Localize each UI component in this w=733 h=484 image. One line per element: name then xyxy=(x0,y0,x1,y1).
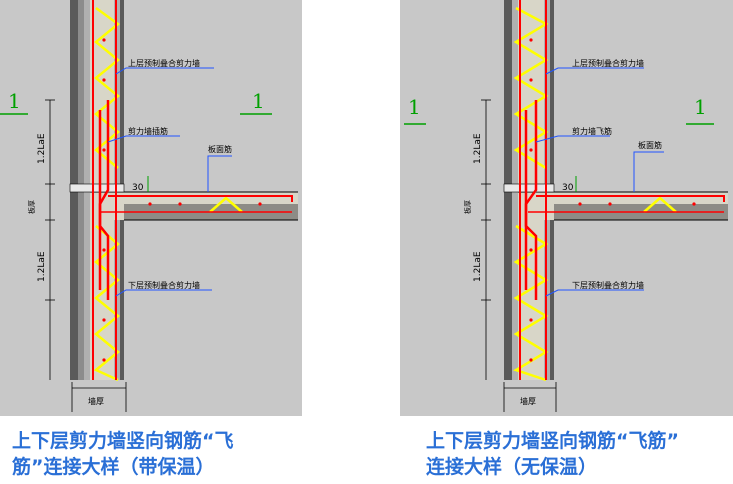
detail-panel-without-insulation: 1 1 上层预制叠合剪力墙 剪力墙飞筋 板面筋 下层预制叠合剪力墙 30 墙厚 … xyxy=(400,0,733,416)
lattice-truss-upper xyxy=(513,6,549,170)
label-slab-bar: 板面筋 xyxy=(638,140,662,150)
label-slab-bar: 板面筋 xyxy=(208,144,232,154)
label-flying-bar: 剪力墙飞筋 xyxy=(572,126,612,136)
label-slab-level: 板厚 xyxy=(27,200,36,214)
flying-bar-1 xyxy=(524,110,538,300)
slab-top-rebar xyxy=(108,195,293,202)
caption-right-line2: 连接大样（无保温） xyxy=(426,456,598,478)
label-lap-upper: 1.2LaE xyxy=(37,133,47,164)
slab-top-rebar xyxy=(536,195,725,202)
detail-drawing-left: 1 1 上层预制叠合剪力墙 剪力墙插筋 板面筋 下层预制叠合剪力墙 30 墙厚 … xyxy=(0,0,298,412)
label-lap-upper: 1.2LaE xyxy=(473,133,483,164)
label-lap-lower: 1.2LaE xyxy=(37,251,47,282)
lattice-truss-slab xyxy=(643,196,677,213)
section-mark-left-a: 1 xyxy=(8,89,21,113)
label-lap-lower: 1.2LaE xyxy=(473,251,483,282)
horizontal-joint xyxy=(503,183,555,193)
label-dim-30: 30 xyxy=(132,183,144,193)
caption-without-insulation: 上下层剪力墙竖向钢筋“飞筋” 连接大样（无保温） xyxy=(426,428,726,480)
label-wall-thickness: 墙厚 xyxy=(88,396,104,406)
label-lower-wall: 下层预制叠合剪力墙 xyxy=(572,280,644,290)
section-mark-right-b: 1 xyxy=(694,95,707,119)
label-lower-wall: 下层预制叠合剪力墙 xyxy=(128,280,200,290)
caption-left-line2: 筋”连接大样（带保温） xyxy=(12,456,215,478)
detail-drawing-right: 1 1 上层预制叠合剪力墙 剪力墙飞筋 板面筋 下层预制叠合剪力墙 30 墙厚 … xyxy=(404,0,728,412)
label-wall-thickness: 墙厚 xyxy=(520,396,536,406)
flying-bar-2 xyxy=(524,100,538,290)
label-upper-wall: 上层预制叠合剪力墙 xyxy=(128,58,200,68)
section-mark-right-a: 1 xyxy=(408,95,421,119)
caption-left-line1: 上下层剪力墙竖向钢筋“飞 xyxy=(12,430,234,452)
label-dim-30: 30 xyxy=(562,183,574,193)
detail-panel-with-insulation: 1 1 上层预制叠合剪力墙 剪力墙插筋 板面筋 下层预制叠合剪力墙 30 墙厚 … xyxy=(0,0,302,416)
label-slab-level: 板厚 xyxy=(463,200,472,214)
flying-bar-2 xyxy=(98,100,110,290)
label-flying-bar: 剪力墙插筋 xyxy=(128,126,168,136)
horizontal-joint xyxy=(69,183,125,193)
caption-right-line1: 上下层剪力墙竖向钢筋“飞筋” xyxy=(426,430,679,452)
caption-with-insulation: 上下层剪力墙竖向钢筋“飞 筋”连接大样（带保温） xyxy=(12,428,292,480)
lattice-truss-slab xyxy=(209,196,243,213)
flying-bar-1 xyxy=(98,110,110,300)
label-upper-wall: 上层预制叠合剪力墙 xyxy=(572,58,644,68)
section-mark-left-b: 1 xyxy=(252,89,265,113)
